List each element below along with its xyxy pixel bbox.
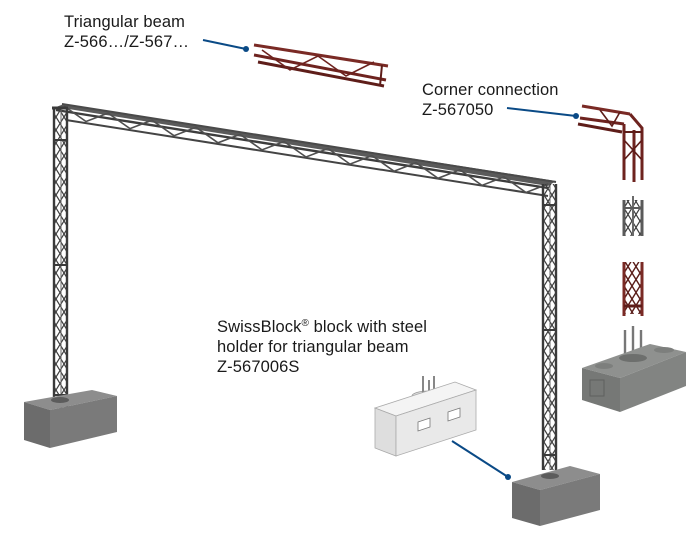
leader-dot-swissblock — [505, 474, 511, 480]
leader-line-swissblock — [451, 440, 511, 480]
leader-dot-corner-connection — [573, 113, 579, 119]
exploded-segment-grey — [622, 196, 644, 236]
callout-triangular-beam-code: Z-566…/Z-567… — [64, 33, 190, 51]
leader-line-triangular-beam — [202, 39, 249, 52]
left-post-truss — [52, 106, 69, 408]
leader-dot-triangular-beam — [243, 46, 249, 52]
callout-corner-connection-code: Z-567050 — [422, 101, 494, 119]
swissblock-line1-rest: block with steel — [308, 318, 428, 336]
corner-connection-red — [577, 104, 644, 182]
callout-swissblock-label: SwissBlock® block with steel holder for … — [217, 317, 427, 377]
triangular-beam-red — [253, 43, 389, 88]
callout-corner-connection-label: Corner connection Z-567050 — [422, 80, 559, 120]
registered-mark: ® — [301, 318, 309, 329]
leader-line-corner-connection — [506, 107, 579, 119]
assembled-gantry — [24, 103, 600, 526]
top-beam-truss — [55, 103, 557, 197]
callout-swissblock-code: Z-567006S — [217, 358, 300, 376]
left-concrete-block — [24, 390, 117, 448]
callout-triangular-beam-title: Triangular beam — [64, 13, 186, 31]
right-post-truss — [541, 184, 558, 470]
exploded-block-with-holder — [582, 326, 686, 412]
swissblock-illustration — [373, 376, 478, 457]
callout-swissblock-line2: holder for triangular beam — [217, 338, 409, 356]
callout-triangular-beam-label: Triangular beam Z-566…/Z-567… — [64, 12, 189, 52]
swissblock-brand: SwissBlock — [217, 318, 302, 336]
exploded-segment-red — [622, 262, 644, 316]
callout-swissblock-line1: SwissBlock® block with steel — [217, 317, 427, 337]
right-concrete-block — [512, 466, 600, 526]
callout-corner-connection-title: Corner connection — [422, 81, 559, 99]
